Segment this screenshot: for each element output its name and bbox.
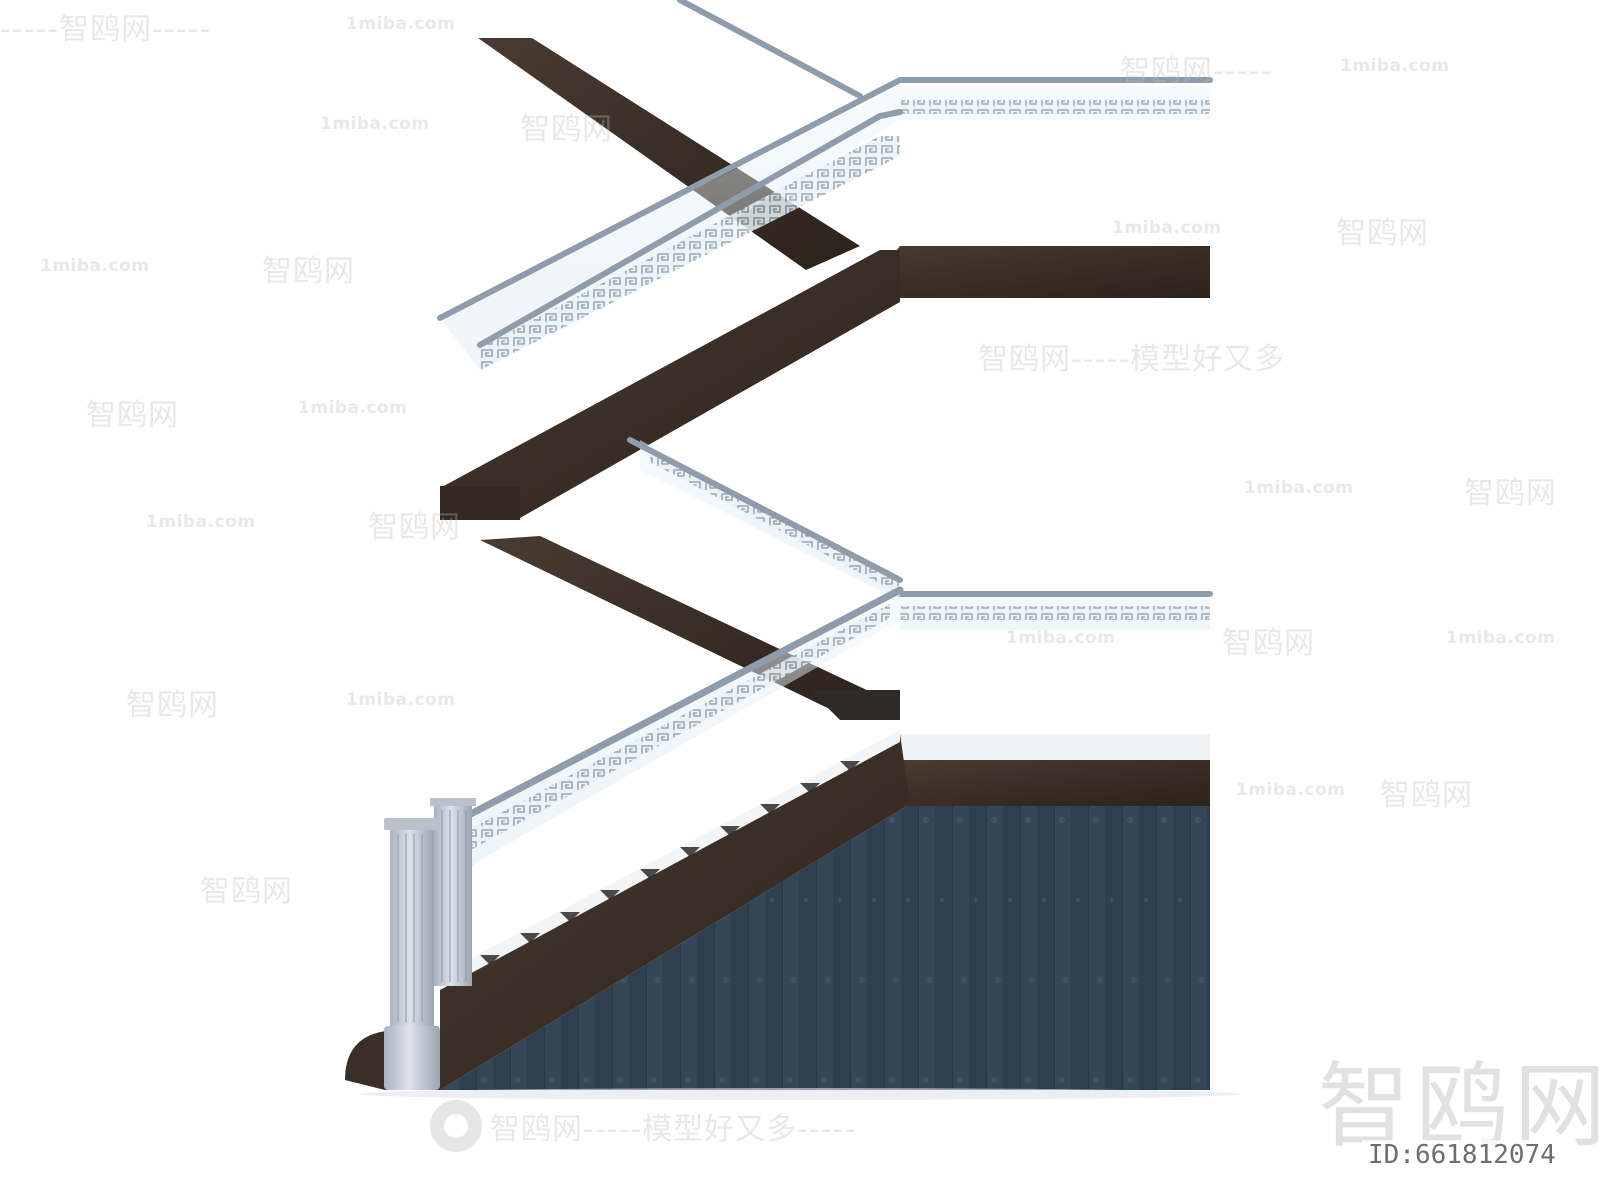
middle-flight-stringer	[440, 250, 900, 520]
ground-shadow	[360, 1088, 1240, 1100]
brand-logo-icon	[430, 1100, 482, 1152]
newel-column-front	[384, 818, 440, 1090]
upper-landing-slab	[858, 246, 1210, 298]
newel-column-back	[430, 798, 476, 986]
lower-flight-treads	[440, 730, 910, 1090]
image-id-label: ID:661812074	[1362, 1140, 1562, 1170]
middle-glass-balustrade	[627, 437, 903, 600]
middle-landing-railing	[897, 591, 1213, 630]
upper-handrails	[437, 0, 1213, 348]
upper-glass-balustrade	[440, 86, 1210, 370]
stair-base-block	[440, 734, 1210, 1090]
lower-glass-balustrade	[436, 586, 904, 900]
